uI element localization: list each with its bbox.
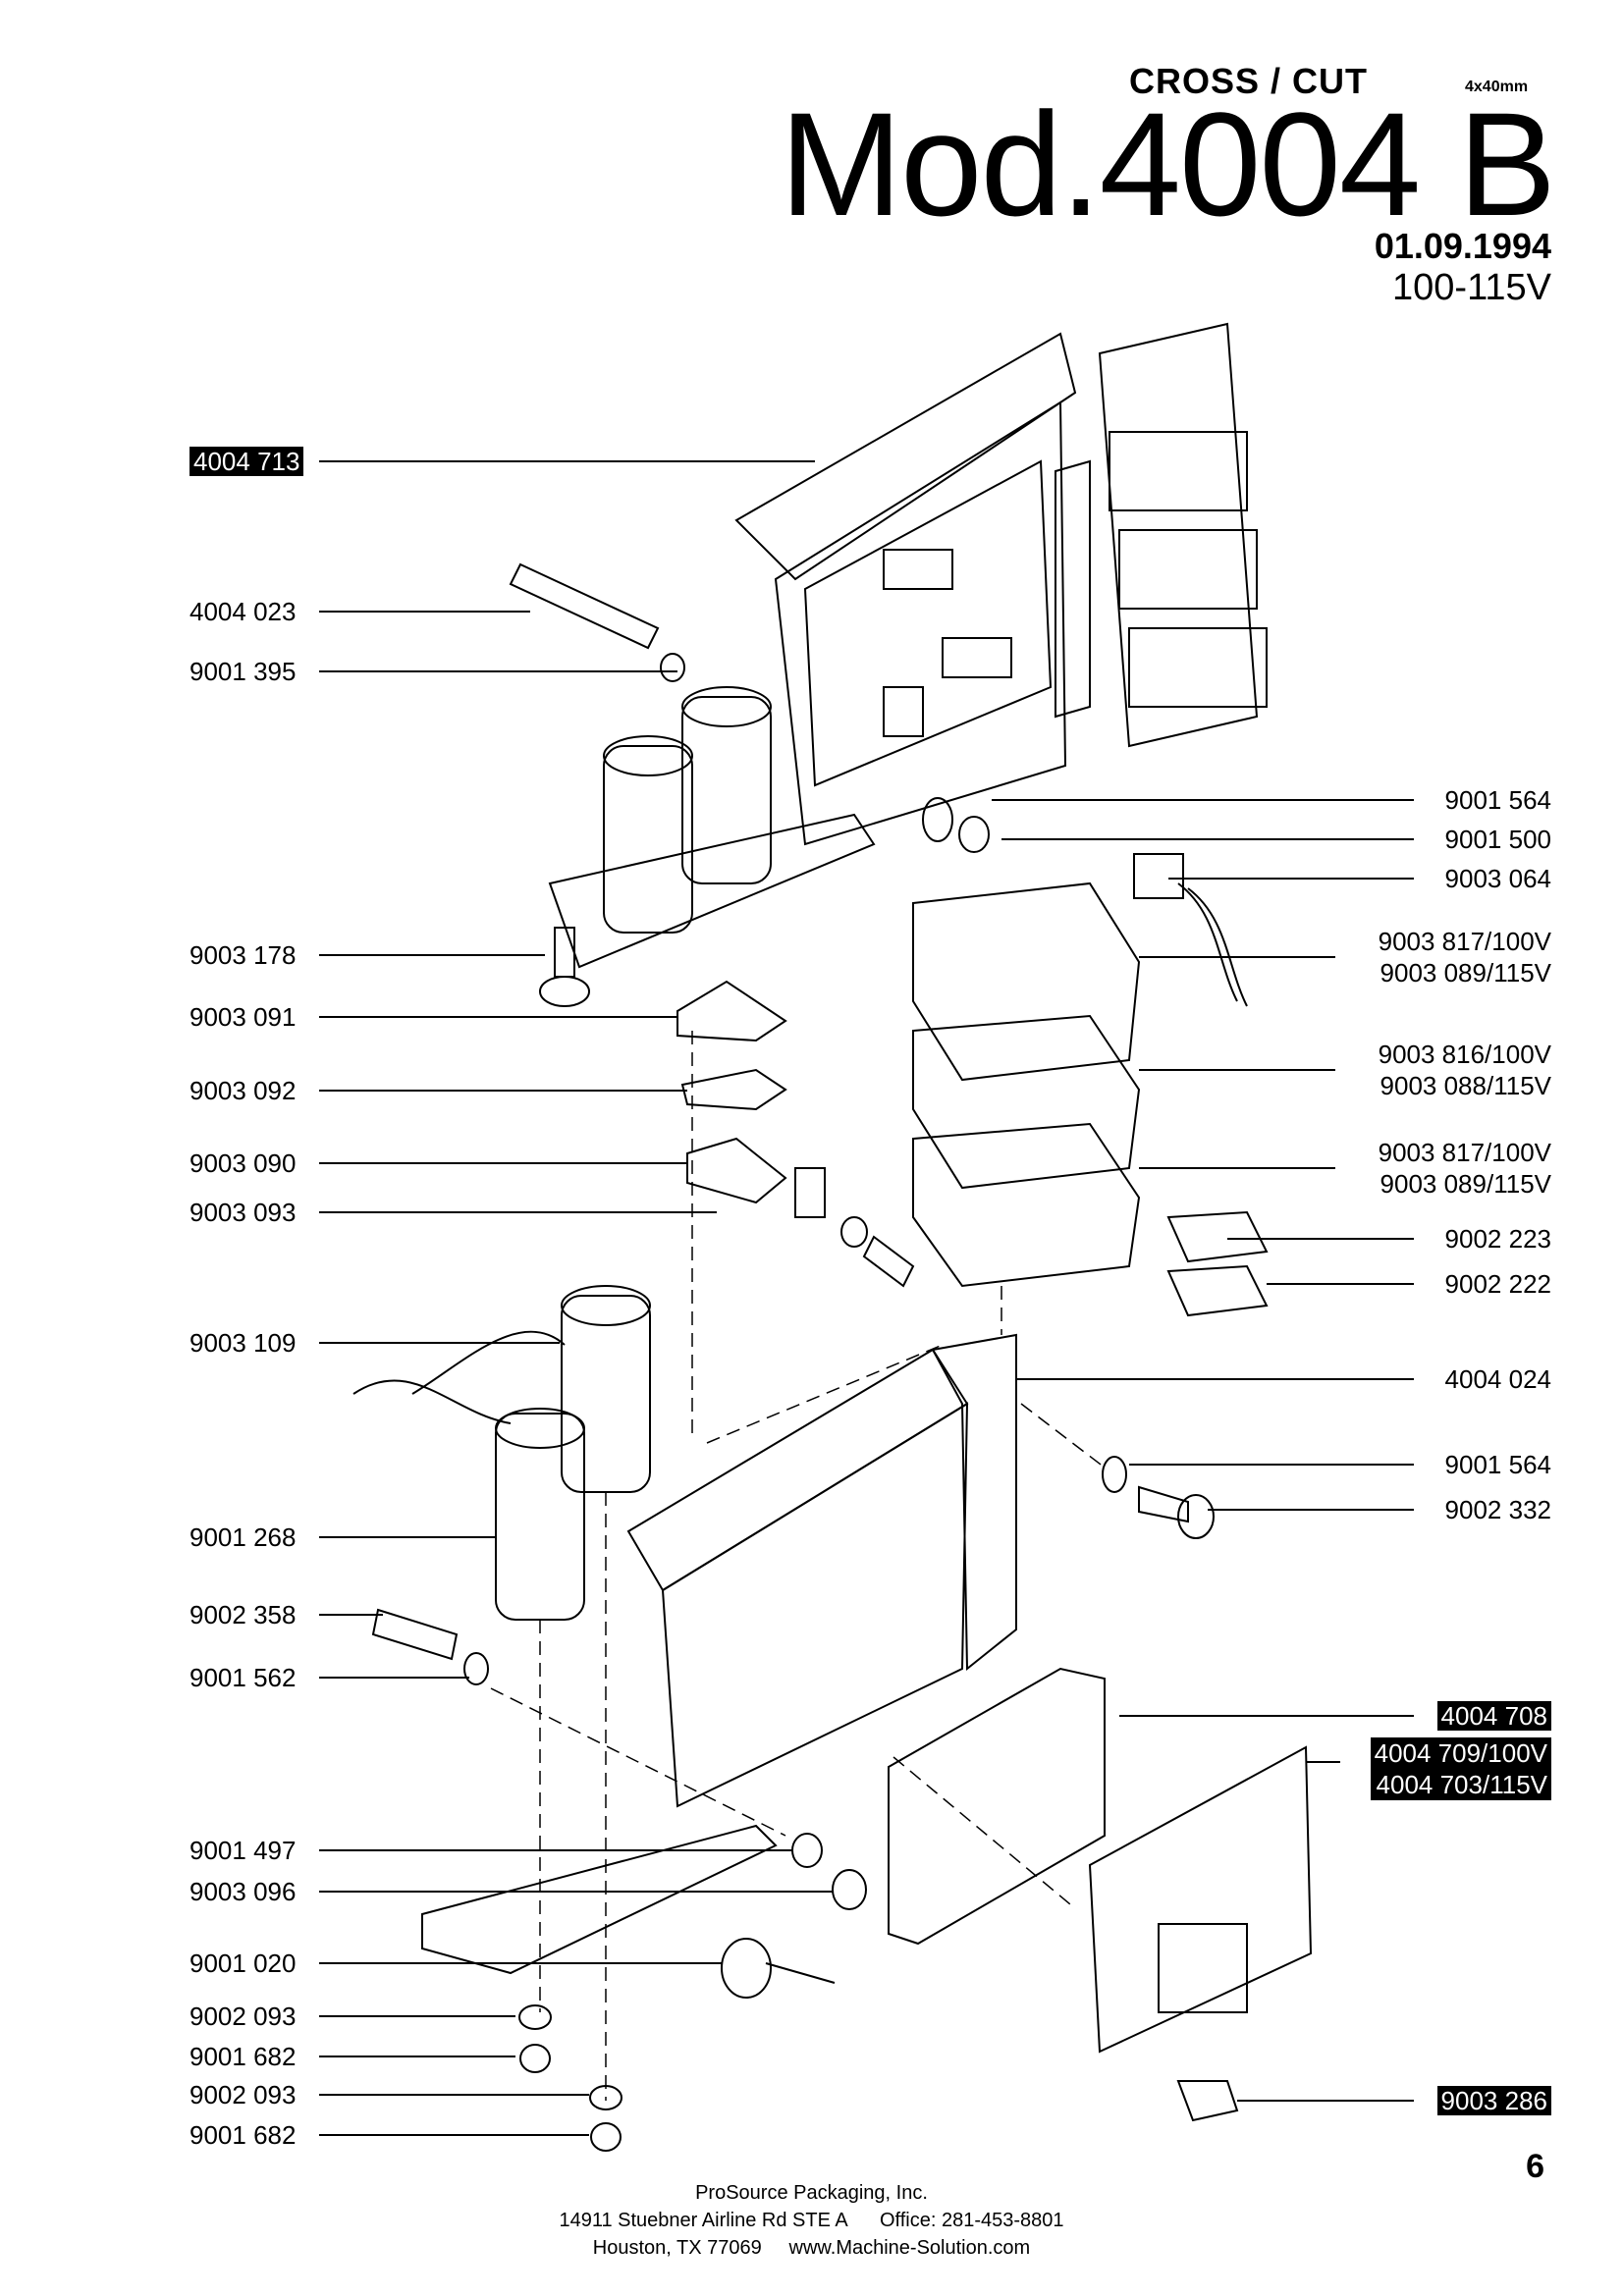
part-label-4004-024: 4004 024 xyxy=(1444,1364,1551,1394)
part-label-line-2: 9003 088/115V xyxy=(1380,1071,1551,1100)
part-label-4004-023: 4004 023 xyxy=(189,597,297,626)
part-label-4004-709: 4004 709/100V 4004 703/115V xyxy=(1370,1737,1551,1800)
part-label-line-2: 9003 089/115V xyxy=(1380,958,1551,988)
part-label-9001-020: 9001 020 xyxy=(189,1949,297,1978)
part-label-line-1: 9003 817/100V xyxy=(1378,1138,1551,1167)
part-label-line-2: 4004 703/115V xyxy=(1376,1770,1547,1799)
footer: ProSource Packaging, Inc. 14911 Stuebner… xyxy=(0,2179,1623,2262)
part-label-9001-268: 9001 268 xyxy=(189,1522,297,1552)
footer-city: Houston, TX 77069 www.Machine-Solution.c… xyxy=(592,2237,1031,2259)
part-label-9003-064: 9003 064 xyxy=(1444,864,1551,893)
part-label-9001-564: 9001 564 xyxy=(1444,785,1551,815)
part-label-9003-816: 9003 816/100V 9003 088/115V xyxy=(1379,1039,1551,1101)
part-label-9003-091: 9003 091 xyxy=(189,1002,297,1032)
part-label-9001-564-b: 9001 564 xyxy=(1444,1450,1551,1479)
header-type-label: CROSS / CUT xyxy=(1129,61,1369,101)
part-label-9001-395: 9001 395 xyxy=(189,657,297,686)
part-label-9001-500: 9001 500 xyxy=(1444,825,1551,854)
part-label-9003-817-b: 9003 817/100V 9003 089/115V xyxy=(1379,1137,1551,1200)
part-label-9002-358: 9002 358 xyxy=(189,1600,297,1629)
part-label-9003-286: 9003 286 xyxy=(1436,2086,1551,2115)
part-label-line-1: 9003 817/100V xyxy=(1378,927,1551,956)
part-label-line-2: 9003 089/115V xyxy=(1380,1169,1551,1199)
part-label-4004-708: 4004 708 xyxy=(1436,1701,1551,1731)
part-label-9003-109: 9003 109 xyxy=(189,1328,297,1358)
part-label-9003-096: 9003 096 xyxy=(189,1877,297,1906)
footer-address: 14911 Stuebner Airline Rd STE A Office: … xyxy=(559,2210,1064,2231)
part-label-line-1: 9003 816/100V xyxy=(1378,1040,1551,1069)
part-label-9001-562: 9001 562 xyxy=(189,1663,297,1692)
part-label-9002-093: 9002 093 xyxy=(189,2002,297,2031)
part-label-9002-093: 9002 093 xyxy=(189,2080,297,2109)
model-title: Mod.4004 B xyxy=(780,81,1556,246)
part-label-9003-093: 9003 093 xyxy=(189,1198,297,1227)
part-label-9002-332: 9002 332 xyxy=(1444,1495,1551,1524)
part-label-9003-090: 9003 090 xyxy=(189,1148,297,1178)
footer-company: ProSource Packaging, Inc. xyxy=(695,2182,928,2204)
part-label-9001-682: 9001 682 xyxy=(189,2120,297,2150)
header-date: 01.09.1994 xyxy=(1374,226,1551,266)
part-label-9003-817-a: 9003 817/100V 9003 089/115V xyxy=(1379,926,1551,988)
part-label-line-1: 4004 709/100V xyxy=(1374,1738,1547,1768)
page-number: 6 xyxy=(1526,2148,1544,2185)
part-label-9002-222: 9002 222 xyxy=(1444,1269,1551,1299)
header-size-label: 4x40mm xyxy=(1465,79,1529,95)
header-voltage: 100-115V xyxy=(1392,267,1551,308)
part-label-9002-223: 9002 223 xyxy=(1444,1224,1551,1254)
part-label-9003-178: 9003 178 xyxy=(189,940,297,970)
part-label-9001-497: 9001 497 xyxy=(189,1836,297,1865)
part-label-9001-682: 9001 682 xyxy=(189,2042,297,2071)
part-label-4004-713: 4004 713 xyxy=(189,447,304,476)
part-label-9003-092: 9003 092 xyxy=(189,1076,297,1105)
